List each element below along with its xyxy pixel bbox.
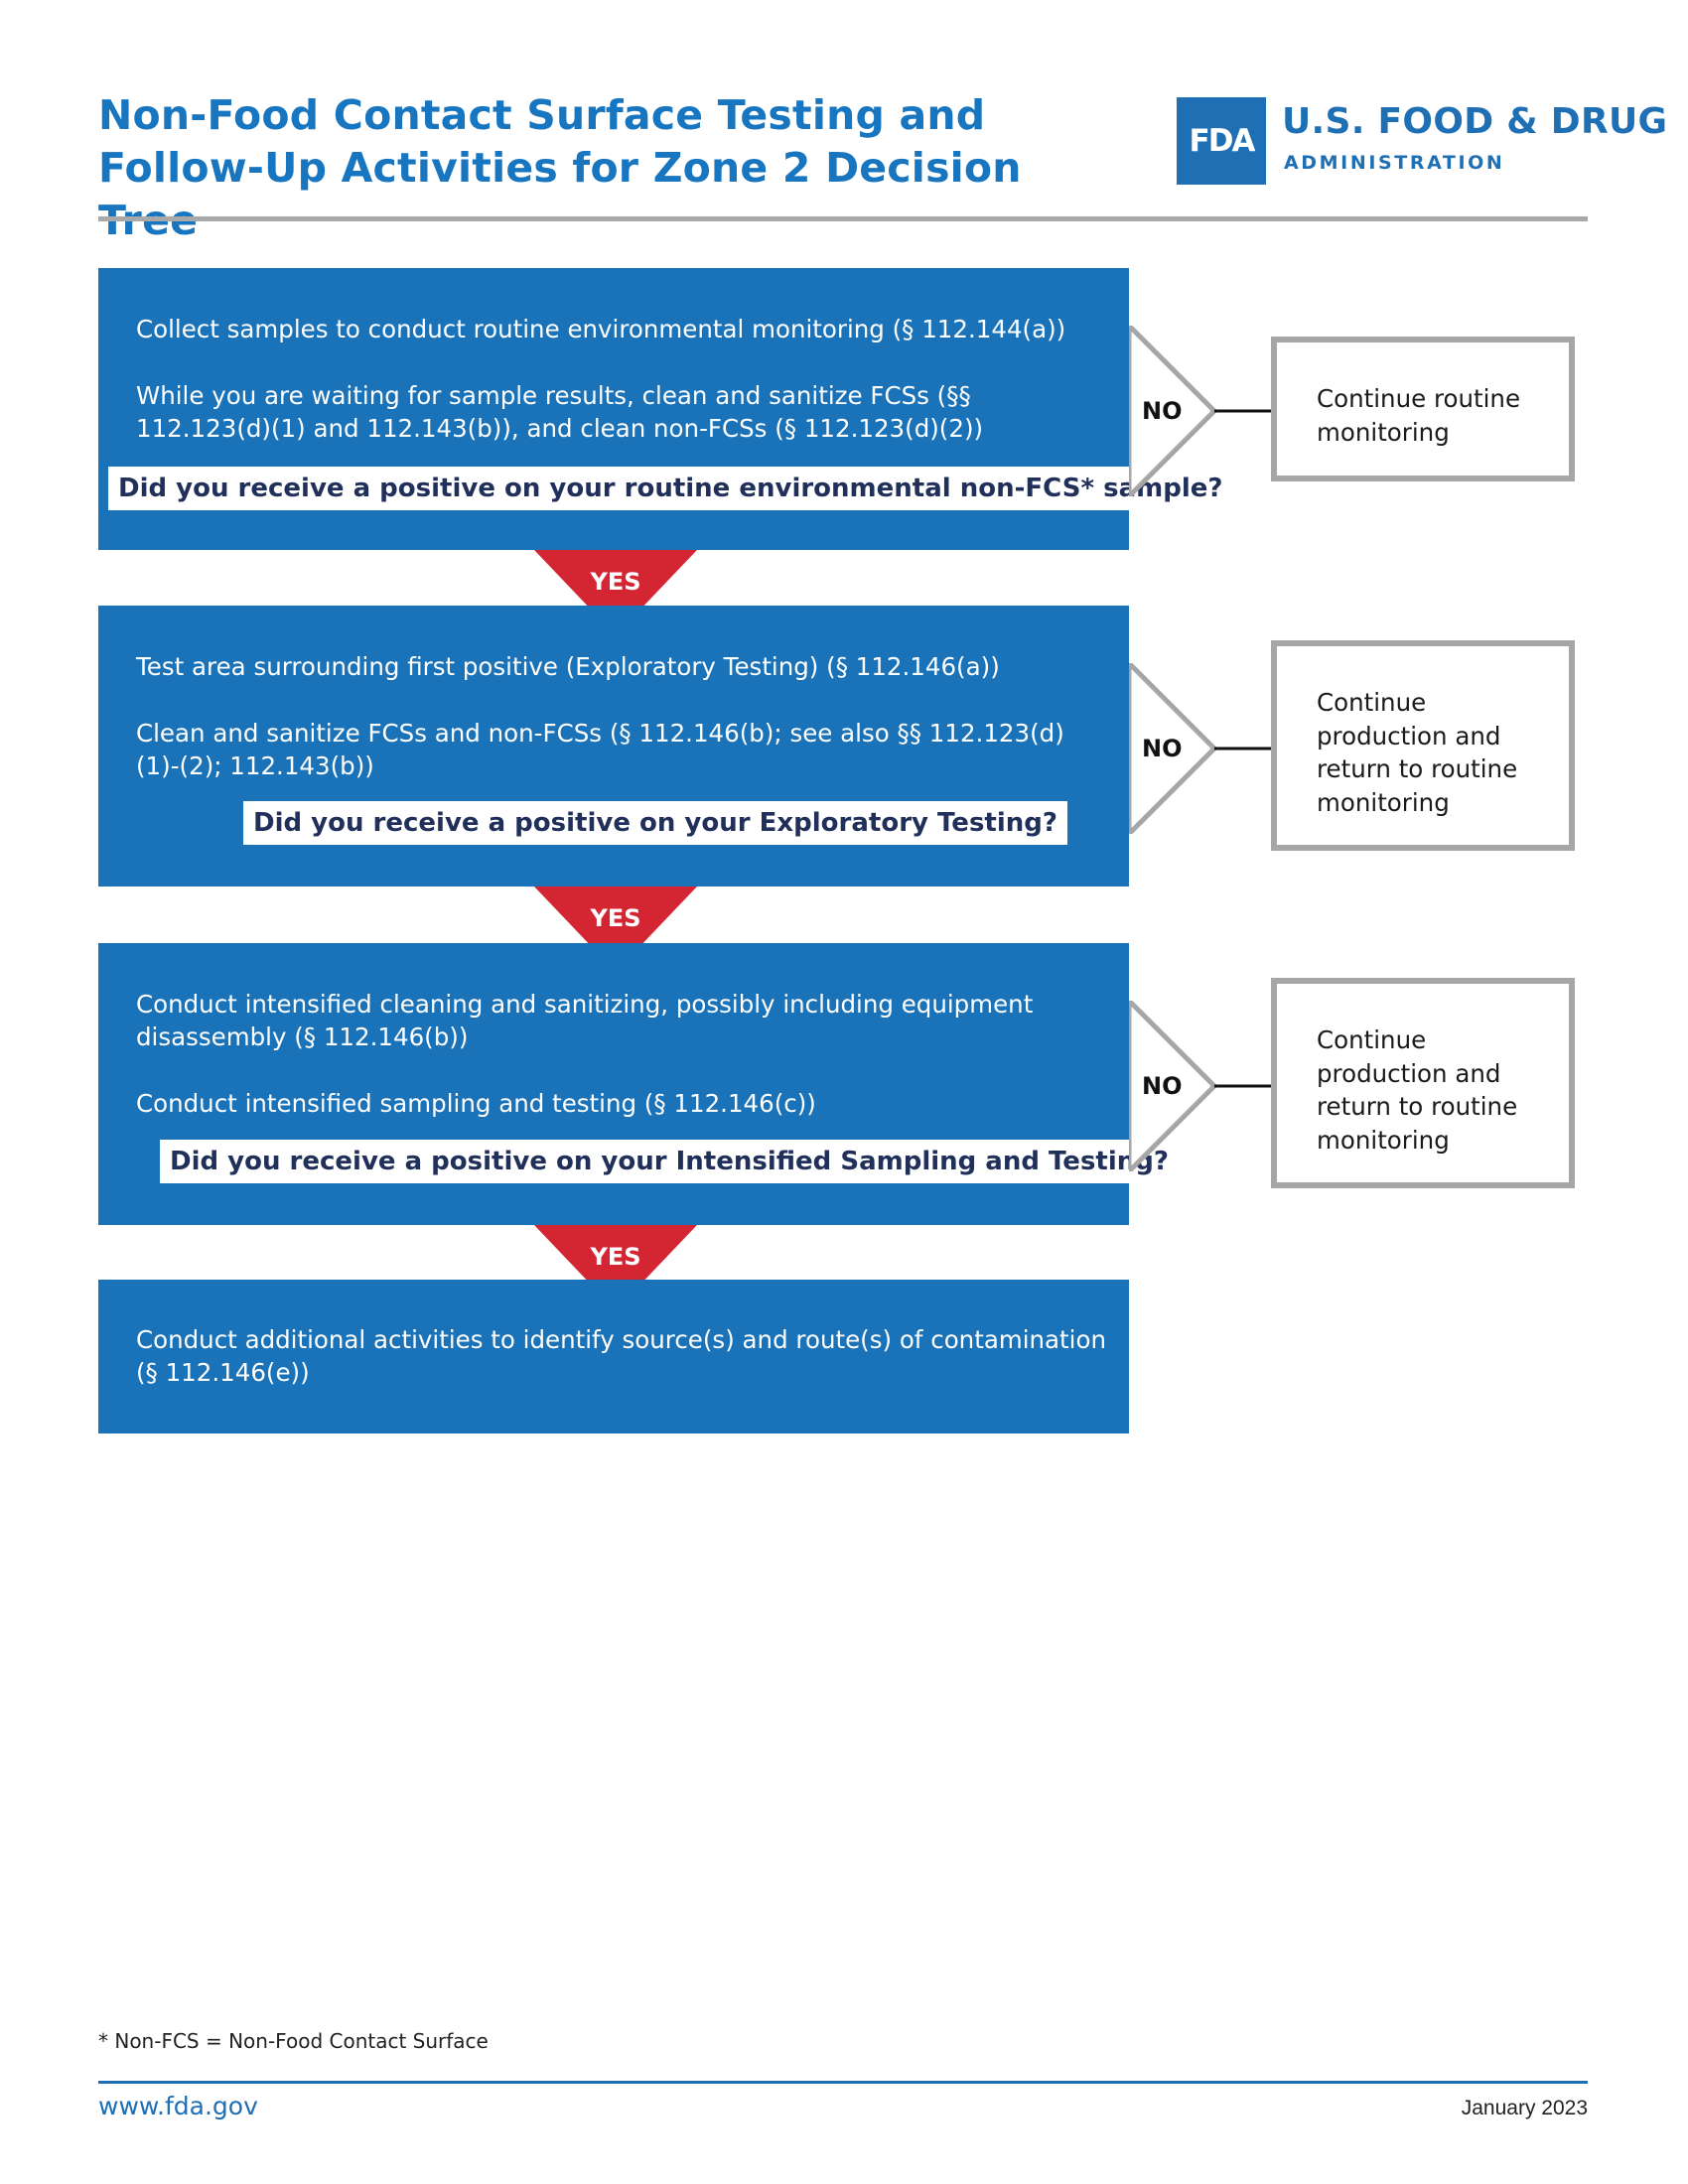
yes-arrow-3 xyxy=(534,1225,697,1310)
outcome-box-3: Continue production and return to routin… xyxy=(1271,978,1575,1188)
outcome-text-3: Continue production and return to routin… xyxy=(1317,1025,1518,1155)
no-label-3: NO xyxy=(1142,1072,1183,1100)
outcome-box-1: Continue routine monitoring xyxy=(1271,337,1575,481)
step-2-text-2: Clean and sanitize FCSs and non-FCSs (§ … xyxy=(136,719,1064,780)
yes-label-3: YES xyxy=(590,1243,641,1271)
step-1-box: Collect samples to conduct routine envir… xyxy=(98,268,1233,550)
step-4-box: Conduct additional activities to identif… xyxy=(98,1280,1129,1433)
step-3-box: Conduct intensified cleaning and sanitiz… xyxy=(98,943,1179,1225)
yes-arrow-1 xyxy=(534,550,697,635)
outcome-box-2: Continue production and return to routin… xyxy=(1271,640,1575,851)
title-line-1: Non-Food Contact Surface Testing and xyxy=(98,91,986,139)
page-title: Non-Food Contact Surface Testing and Fol… xyxy=(98,89,1071,247)
header-divider xyxy=(98,216,1588,221)
step-1-question: Did you receive a positive on your routi… xyxy=(108,467,1233,510)
no-label-2: NO xyxy=(1142,735,1183,762)
step-3-text-1: Conduct intensified cleaning and sanitiz… xyxy=(136,990,1034,1051)
step-3-text-2: Conduct intensified sampling and testing… xyxy=(136,1089,816,1118)
yes-arrow-2 xyxy=(534,887,697,972)
outcome-text-1: Continue routine monitoring xyxy=(1317,384,1521,447)
fda-logo-name: U.S. FOOD & DRUG xyxy=(1282,101,1668,142)
title-line-2: Follow-Up Activities for Zone 2 Decision… xyxy=(98,144,1022,244)
footer-divider xyxy=(98,2081,1588,2084)
yes-label-1: YES xyxy=(590,568,641,596)
no-arrow-2 xyxy=(1129,663,1271,834)
step-3-question: Did you receive a positive on your Inten… xyxy=(160,1140,1179,1183)
outcome-text-2: Continue production and return to routin… xyxy=(1317,688,1518,817)
step-2-box: Test area surrounding first positive (Ex… xyxy=(98,606,1129,887)
fda-logo-subtitle: ADMINISTRATION xyxy=(1284,152,1505,174)
footer-date: January 2023 xyxy=(1461,2097,1588,2119)
no-label-1: NO xyxy=(1142,397,1183,425)
step-4-text-1: Conduct additional activities to identif… xyxy=(136,1325,1106,1387)
yes-label-2: YES xyxy=(590,904,641,932)
footer-website-link[interactable]: www.fda.gov xyxy=(98,2092,258,2120)
step-2-text-1: Test area surrounding first positive (Ex… xyxy=(136,652,1000,681)
step-1-text-1: Collect samples to conduct routine envir… xyxy=(136,315,1066,343)
footnote: * Non-FCS = Non-Food Contact Surface xyxy=(98,2029,489,2053)
step-1-text-2: While you are waiting for sample results… xyxy=(136,381,984,443)
step-2-question: Did you receive a positive on your Explo… xyxy=(243,801,1067,845)
no-arrow-1 xyxy=(1129,326,1271,496)
fda-logo: FDA U.S. FOOD & DRUG ADMINISTRATION xyxy=(1177,97,1667,187)
fda-logo-mark: FDA xyxy=(1177,97,1266,185)
no-arrow-3 xyxy=(1129,1001,1271,1171)
